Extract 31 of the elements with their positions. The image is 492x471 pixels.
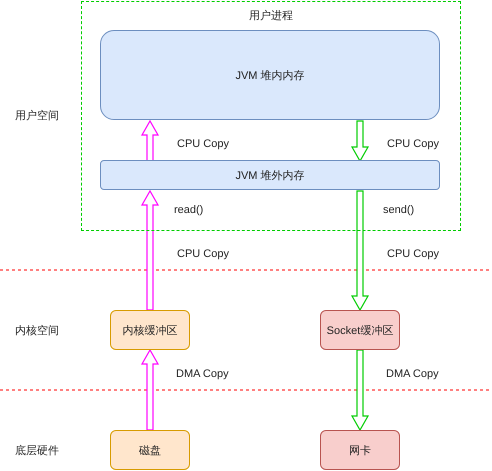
node-label: JVM 堆外内存 bbox=[235, 168, 305, 182]
hollow-arrow bbox=[140, 190, 160, 311]
node-label: JVM 堆内内存 bbox=[235, 68, 305, 82]
hollow-arrow bbox=[350, 349, 370, 432]
edge-label: DMA Copy bbox=[176, 368, 229, 380]
memory-box bbox=[320, 430, 400, 470]
edge-label: CPU Copy bbox=[387, 248, 439, 260]
hollow-arrow bbox=[350, 120, 370, 162]
hollow-arrow bbox=[350, 190, 370, 312]
layer-label: 内核空间 bbox=[15, 323, 59, 338]
memory-box bbox=[320, 310, 400, 350]
node-label: 网卡 bbox=[349, 444, 371, 458]
call-label: read() bbox=[174, 204, 204, 216]
container-title: 用户进程 bbox=[248, 8, 294, 23]
memory-box bbox=[100, 30, 440, 120]
node-label: Socket缓冲区 bbox=[326, 324, 394, 338]
memory-box bbox=[110, 310, 190, 350]
call-label: send() bbox=[383, 204, 414, 216]
memory-box bbox=[110, 430, 190, 470]
layer-label: 底层硬件 bbox=[15, 443, 59, 458]
hollow-arrow bbox=[140, 120, 160, 162]
layer-label: 用户空间 bbox=[15, 108, 59, 123]
edge-label: DMA Copy bbox=[386, 368, 439, 380]
node-label: 磁盘 bbox=[139, 444, 161, 458]
edge-label: CPU Copy bbox=[387, 138, 439, 150]
hollow-arrow bbox=[140, 348, 160, 431]
edge-label: CPU Copy bbox=[177, 138, 229, 150]
memory-box bbox=[100, 160, 440, 190]
node-label: 内核缓冲区 bbox=[122, 324, 178, 338]
process-container bbox=[81, 1, 461, 231]
edge-label: CPU Copy bbox=[177, 248, 229, 260]
